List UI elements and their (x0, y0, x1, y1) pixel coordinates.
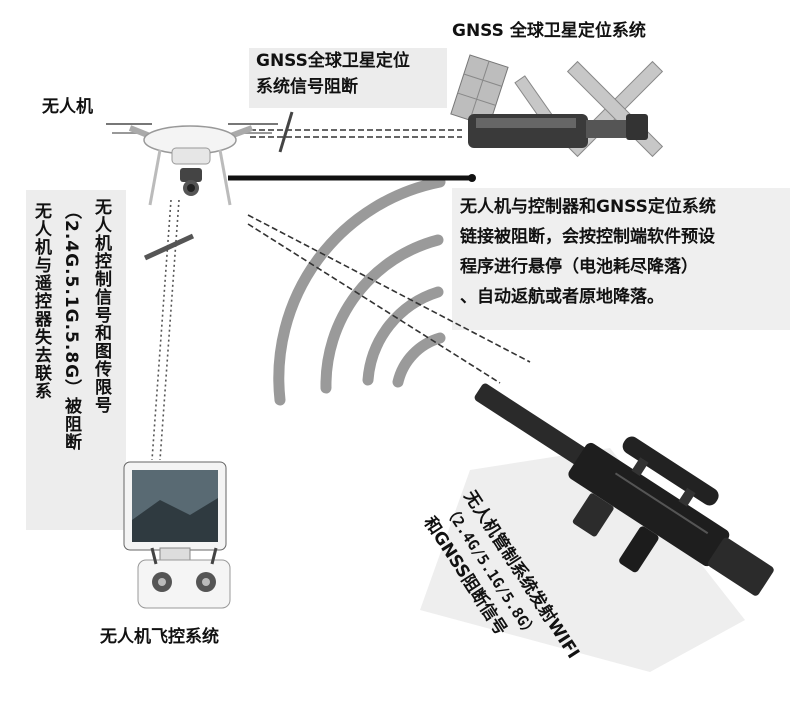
signal-wave-outer (273, 176, 446, 406)
diagram-graphics (26, 48, 790, 672)
beam-end (468, 174, 476, 182)
flight-control-label: 无人机飞控系统 (100, 627, 219, 647)
gnss-block-panel (249, 48, 447, 108)
control-link-line-1 (151, 199, 172, 461)
jammer-link-line-1 (247, 214, 531, 363)
control-signal-col-3: 无人机与遥控器失去联系 (31, 202, 51, 400)
gnss-system-label: GNSS 全球卫星定位系统 (452, 21, 646, 41)
gnss-blocked-line-2: 系统信号阻断 (256, 77, 358, 97)
control-signal-col-2: （2.4G.5.1G.5.8G）被阻断 (61, 202, 81, 452)
gnss-satellite-icon (450, 54, 664, 158)
signal-wave-small (392, 332, 446, 388)
control-signal-panel (26, 190, 126, 530)
control-signal-col-1: 无人机控制信号和图传限号 (91, 198, 111, 414)
effect-line-1: 无人机与控制器和GNSS定位系统 (460, 197, 716, 217)
gnss-block-marker (278, 111, 294, 153)
effect-line-4: 、自动返航或者原地降落。 (460, 287, 664, 307)
effect-line-2: 链接被阻断，会按控制端软件预设 (460, 227, 715, 247)
effect-panel (452, 188, 790, 330)
jammer-gun-icon (474, 383, 774, 596)
signal-wave-middle (320, 234, 444, 394)
effect-line-3: 程序进行悬停（电池耗尽降落） (460, 257, 698, 277)
signal-waves-icon (273, 176, 446, 406)
jammer-panel (420, 448, 745, 672)
diagram-canvas: GNSS 全球卫星定位系统 GNSS全球卫星定位 系统信号阻断 无人机 无人机控… (26, 21, 790, 672)
signal-wave-inner (362, 286, 444, 386)
control-block-marker (143, 233, 195, 261)
drone-icon (106, 123, 278, 206)
control-link-line-2 (159, 199, 180, 461)
drone-label: 无人机 (42, 97, 93, 117)
gnss-blocked-line-1: GNSS全球卫星定位 (256, 51, 410, 71)
jammer-link-line-2 (247, 223, 501, 384)
controller-icon (123, 461, 231, 609)
